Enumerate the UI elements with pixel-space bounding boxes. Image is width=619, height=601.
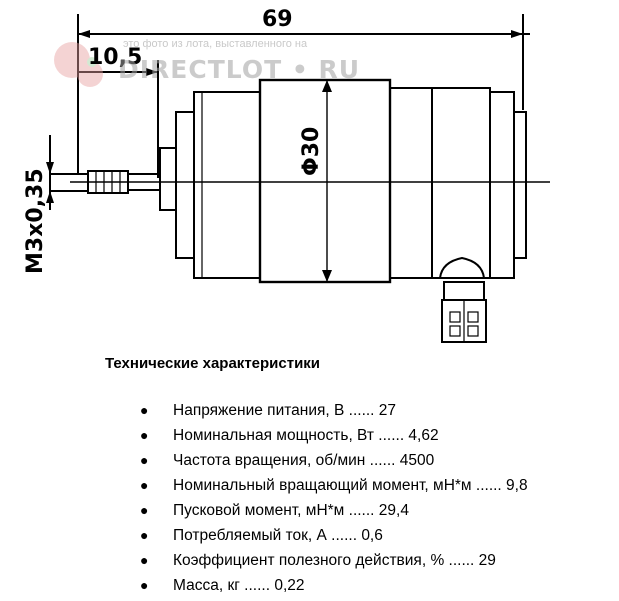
shaft-length-label: 10,5 [88, 45, 142, 70]
bullet-dot-icon: ● [140, 577, 149, 593]
diameter-label: Φ30 [299, 127, 324, 176]
overall-length-label: 69 [262, 7, 293, 32]
spec-text: Частота вращения, об/мин ...... 4500 [173, 452, 435, 469]
thread-label: M3x0,35 [23, 168, 48, 274]
bullet-dot-icon: ● [140, 552, 149, 568]
bullet-dot-icon: ● [140, 527, 149, 543]
spec-text: Потребляемый ток, А ...... 0,6 [173, 527, 383, 544]
spec-text: Номинальная мощность, Вт ...... 4,62 [173, 427, 439, 444]
bullet-dot-icon: ● [140, 402, 149, 418]
specs-title: Технические характеристики [105, 355, 321, 372]
spec-text: Номинальный вращающий момент, мН*м .....… [173, 477, 528, 494]
bullet-dot-icon: ● [140, 502, 149, 518]
watermark-caption: это фото из лота, выставленного на [123, 38, 308, 50]
watermark-brand: DIRECTLOT • RU [118, 55, 361, 84]
bullet-dot-icon: ● [140, 477, 149, 493]
spec-text: Напряжение питания, В ...... 27 [173, 402, 397, 419]
spec-text: Пусковой момент, мН*м ...... 29,4 [173, 502, 409, 519]
motor-technical-drawing: 69 10,5 Φ30 M3x0,35 [23, 7, 550, 343]
squirrel-logo-icon [54, 42, 103, 87]
bullet-dot-icon: ● [140, 452, 149, 468]
spec-text: Коэффициент полезного действия, % ......… [173, 552, 496, 569]
bullet-dot-icon: ● [140, 427, 149, 443]
spec-text: Масса, кг ...... 0,22 [173, 577, 305, 594]
